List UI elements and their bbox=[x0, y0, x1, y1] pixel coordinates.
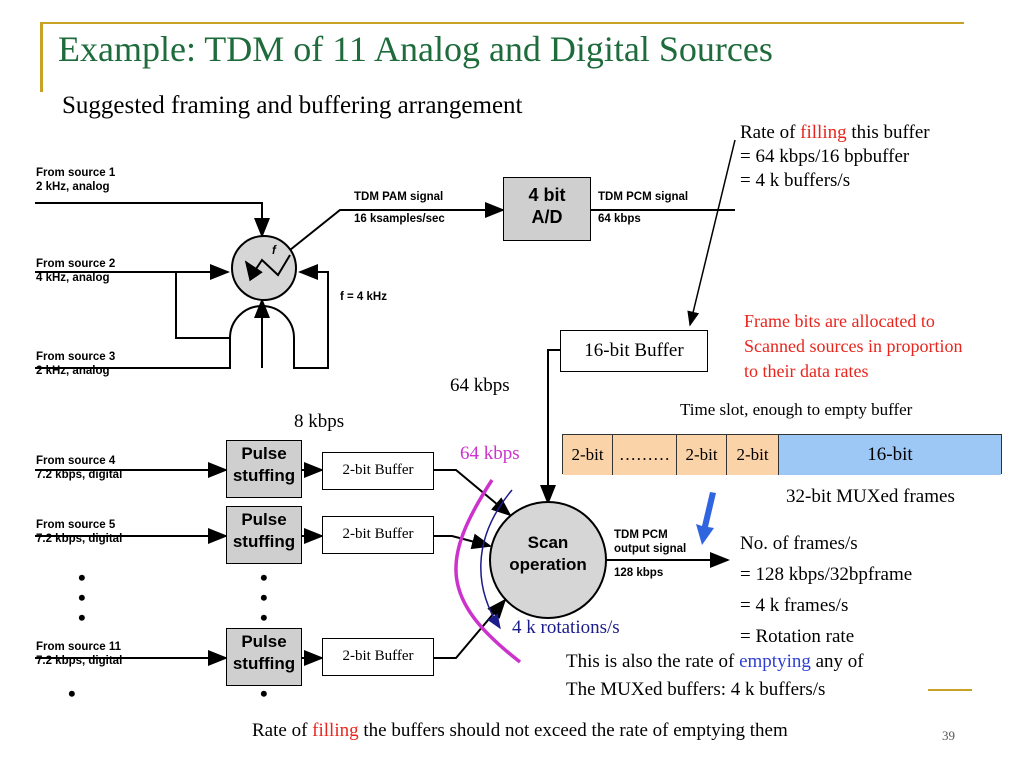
frame-cell-2bit-second: 2-bit bbox=[677, 435, 727, 475]
ellipsis-dot-left-bottom: • bbox=[68, 681, 76, 706]
ellipsis-dots-mid: ••• bbox=[260, 565, 268, 630]
muxed-frame: 2-bit ……… 2-bit 2-bit 16-bit bbox=[562, 434, 1002, 475]
rate-64kbps-label: 64 kbps bbox=[450, 375, 510, 396]
rotation-rate-label: 4 k rotations/s bbox=[512, 617, 620, 638]
two-bit-buffer-5: 2-bit Buffer bbox=[322, 516, 434, 554]
frames-rate-note: No. of frames/s = 128 kbps/32bpframe = 4… bbox=[740, 533, 913, 647]
frame-caption: 32-bit MUXed frames bbox=[786, 486, 955, 507]
frame-cell-2bit-first: 2-bit bbox=[563, 435, 613, 475]
sixteen-bit-buffer: 16-bit Buffer bbox=[560, 330, 708, 372]
page-title: Example: TDM of 11 Analog and Digital So… bbox=[58, 29, 773, 69]
rate-64kbps-magenta-label: 64 kbps bbox=[460, 443, 520, 464]
two-bit-buffer-11: 2-bit Buffer bbox=[322, 638, 434, 676]
title-accent-horizontal bbox=[40, 22, 964, 24]
pam-signal-rate: 16 ksamples/sec bbox=[354, 213, 445, 225]
frame-cell-16bit: 16-bit bbox=[779, 435, 1001, 475]
pcm-signal-label: TDM PCM signal bbox=[598, 191, 689, 203]
emptying-rate-note: This is also the rate of emptying any of… bbox=[566, 651, 864, 700]
ellipsis-dots-left: ••• bbox=[78, 565, 86, 630]
commutator-f-symbol: f bbox=[272, 245, 276, 257]
bottom-note: Rate of filling the buffers should not e… bbox=[252, 720, 788, 741]
commutator-frequency: f = 4 kHz bbox=[340, 291, 387, 303]
page-subtitle: Suggested framing and buffering arrangem… bbox=[62, 92, 523, 119]
fill-rate-note: Rate of filling this buffer = 64 kbps/16… bbox=[740, 122, 930, 191]
two-bit-buffer-4: 2-bit Buffer bbox=[322, 452, 434, 490]
title-accent-vertical bbox=[40, 22, 43, 92]
frame-bits-note: Frame bits are allocated to Scanned sour… bbox=[744, 311, 963, 381]
frame-cell-ellipsis: ……… bbox=[613, 435, 677, 475]
time-slot-label: Time slot, enough to empty buffer bbox=[680, 400, 913, 419]
pcm-signal-rate: 64 kbps bbox=[598, 213, 641, 225]
page-number: 39 bbox=[942, 728, 955, 743]
ellipsis-dot-mid-bottom: • bbox=[260, 681, 268, 706]
output-signal-rate: 128 kbps bbox=[614, 567, 664, 579]
pam-signal-label: TDM PAM signal bbox=[354, 191, 444, 203]
rate-8kbps-label: 8 kbps bbox=[294, 411, 345, 432]
frame-cell-2bit-third: 2-bit bbox=[727, 435, 779, 475]
